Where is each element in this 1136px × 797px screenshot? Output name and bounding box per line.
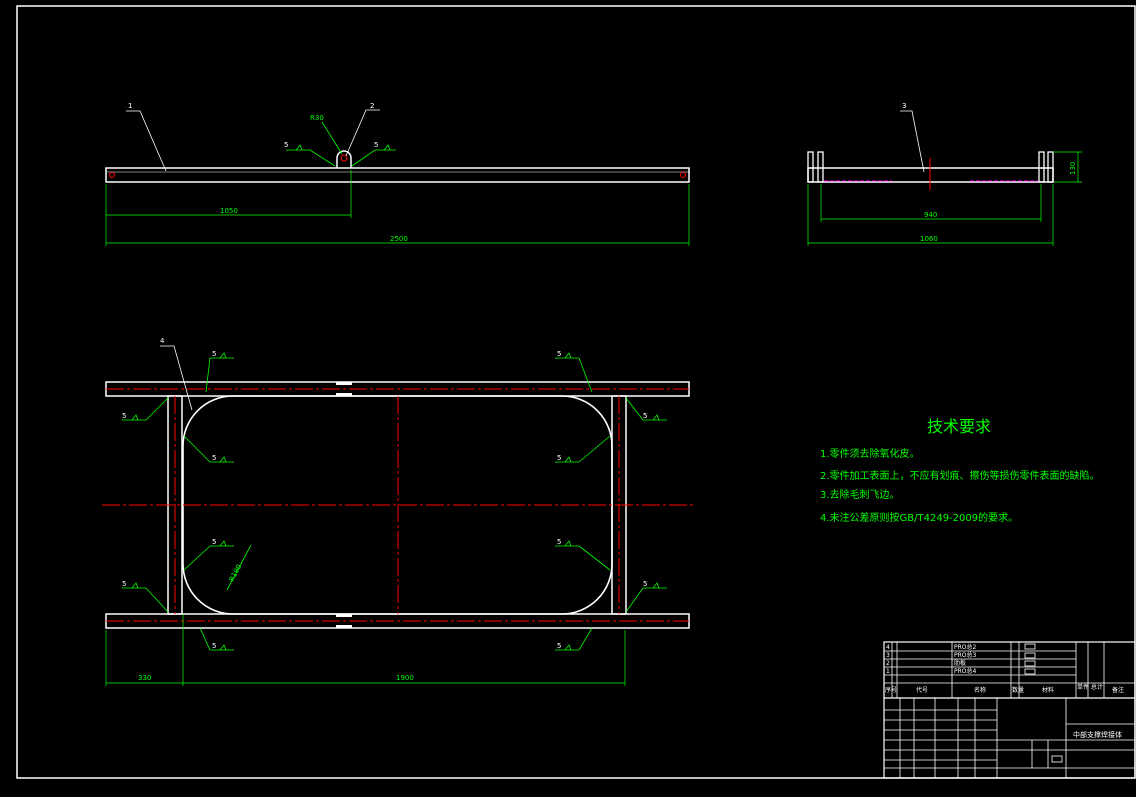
lifting-lug (336, 150, 352, 168)
leader-part1 (126, 110, 167, 172)
side-view: 3 130 940 1060 (807, 102, 1082, 246)
side-post-left-a (807, 151, 814, 183)
dim-1050: 1050 (220, 207, 238, 215)
dim-330: 330 (138, 674, 151, 682)
weld-size: 5 (557, 642, 561, 650)
header-note: 备注 (1112, 686, 1124, 694)
bom-index: 3 (886, 652, 890, 659)
leader-part4 (160, 345, 193, 411)
dim-1900: 1900 (396, 674, 414, 682)
plan-lug-bottom-b (336, 625, 352, 628)
balloon-part4: 4 (160, 337, 165, 345)
note-item: 4.未注公差原则按GB/T4249-2009的要求。 (820, 511, 1018, 524)
weld-size: 5 (212, 454, 216, 462)
header-material: 材料 (1042, 686, 1054, 694)
header-index: 序号 (885, 686, 897, 694)
weld-size: 5 (212, 538, 216, 546)
balloon-part1: 1 (128, 102, 132, 110)
hole-right (680, 172, 686, 178)
leader-radius (321, 121, 343, 155)
lug-hole (340, 154, 348, 162)
side-post-right-a (1038, 151, 1045, 183)
bom-index: 2 (886, 660, 890, 667)
diag-dim-line (226, 544, 252, 591)
bom-index: 4 (886, 644, 890, 651)
radius-label: R30 (310, 114, 324, 122)
weld-size: 5 (557, 454, 561, 462)
weld-marks (122, 352, 667, 651)
weld-left-symbol (286, 149, 336, 167)
dim-1060: 1060 (920, 235, 938, 243)
weld-size: 5 (643, 580, 647, 588)
top-beam (105, 167, 690, 183)
diag-dim-label: R190 (228, 563, 244, 583)
plan-lug-top-b (336, 393, 352, 396)
weld-size: 5 (212, 350, 216, 358)
weld-left-size: 5 (284, 141, 288, 149)
bom-name: PRO总3 (954, 651, 977, 659)
bom-name: PRO总2 (954, 643, 977, 651)
technical-notes: 技术要求 1.零件须去除氧化皮。 2.零件加工表面上，不应有划痕、擦伤等损伤零件… (820, 417, 1100, 524)
balloon-part3: 3 (902, 102, 906, 110)
plan-lug-bottom-a (336, 614, 352, 617)
side-post-left-b (817, 151, 824, 183)
plan-view: 4 R190 5 5 5 5 5 5 5 5 5 5 5 5 (102, 337, 696, 686)
dim-2500: 2500 (390, 235, 408, 243)
balloon-part2: 2 (370, 102, 374, 110)
weld-size: 5 (122, 412, 126, 420)
leader-part3 (900, 110, 925, 173)
header-name: 名称 (974, 686, 986, 694)
dim-130: 130 (1069, 162, 1077, 175)
weld-right-tri (383, 144, 391, 151)
leader-part2 (345, 109, 380, 157)
bom-name: PRO总4 (954, 667, 977, 675)
weld-size: 5 (122, 580, 126, 588)
weld-right-size: 5 (374, 141, 378, 149)
drawing-frame (16, 5, 1136, 779)
weld-size: 5 (557, 350, 561, 358)
top-view: 1 2 R30 5 5 1050 2500 (105, 102, 690, 246)
drawing-title: 中部支撑焊接体 (1073, 730, 1122, 739)
weld-size: 5 (557, 538, 561, 546)
bom-index: 1 (886, 668, 890, 675)
side-post-right-b (1047, 151, 1054, 183)
notes-title: 技术要求 (927, 417, 991, 436)
title-block (883, 641, 1136, 779)
header-qty: 数量 (1012, 686, 1024, 694)
header-weight: 单件 总计 (1077, 683, 1103, 691)
weld-size: 5 (643, 412, 647, 420)
weld-size: 5 (212, 642, 216, 650)
bom-name: 肋板 (954, 659, 966, 667)
weld-left-tri (295, 144, 303, 151)
plan-lug-top-a (336, 382, 352, 385)
note-item: 2.零件加工表面上，不应有划痕、擦伤等损伤零件表面的缺陷。 (820, 469, 1100, 482)
header-code: 代号 (916, 686, 928, 694)
note-item: 3.去除毛刺飞边。 (820, 488, 900, 501)
dim-940: 940 (924, 211, 937, 219)
title-block-text: 4 3 2 1 PRO总2 PRO总3 肋板 PRO总4 序号 代号 名称 数量… (885, 643, 1124, 739)
hole-left (109, 172, 115, 178)
weld-right-symbol (351, 149, 396, 167)
note-item: 1.零件须去除氧化皮。 (820, 447, 920, 460)
